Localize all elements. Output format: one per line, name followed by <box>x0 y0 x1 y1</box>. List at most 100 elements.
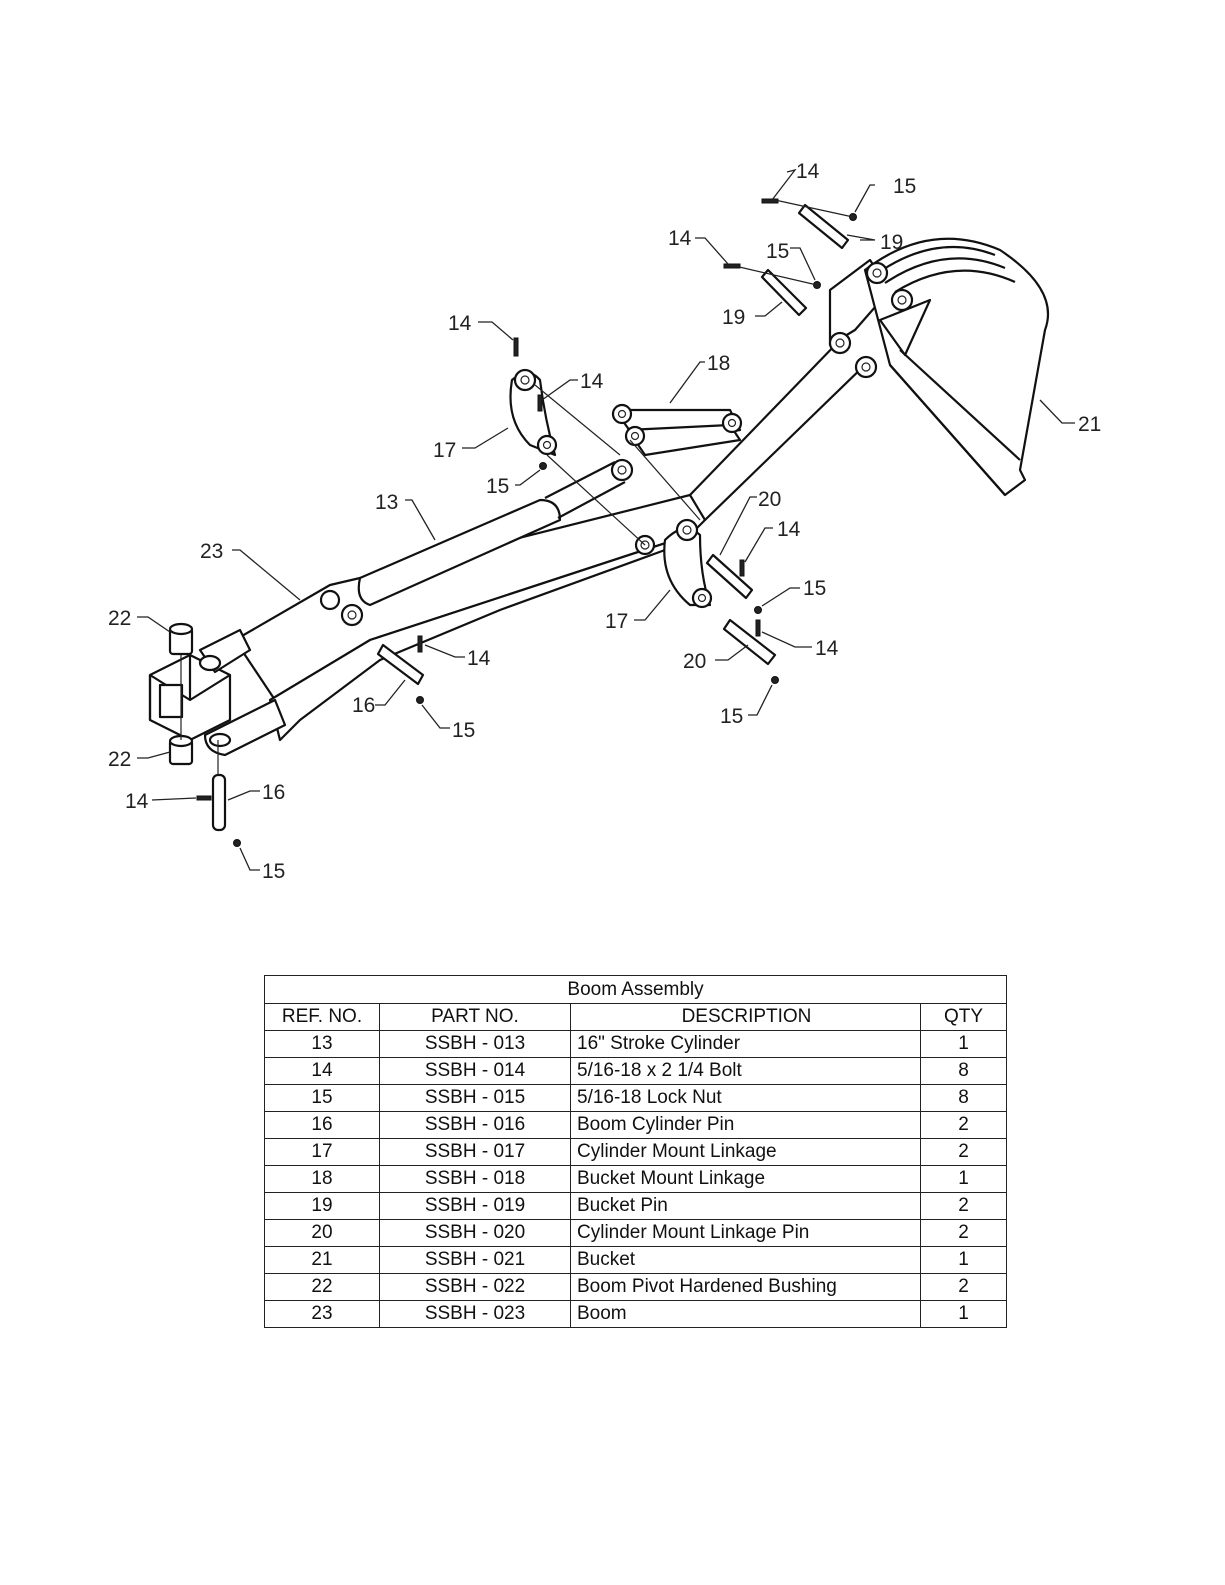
callout-18: 18 <box>707 352 730 375</box>
pivot-bushing-upper <box>168 622 194 656</box>
callout-15: 15 <box>720 705 743 728</box>
pivot-bushing-lower <box>168 734 194 766</box>
cell-qty: 2 <box>919 1111 1008 1139</box>
cell-description: 5/16-18 Lock Nut <box>570 1084 921 1112</box>
bucket-pin-lower <box>760 268 808 317</box>
cell-description: Boom Pivot Hardened Bushing <box>570 1273 921 1301</box>
callout-15: 15 <box>262 860 285 883</box>
cell-ref-no: 17 <box>264 1138 380 1166</box>
cell-ref-no: 16 <box>264 1111 380 1139</box>
cell-qty: 2 <box>919 1219 1008 1247</box>
cell-part-no: SSBH - 023 <box>379 1300 571 1328</box>
cell-qty: 2 <box>919 1273 1008 1301</box>
cell-ref-no: 21 <box>264 1246 380 1274</box>
callout-22: 22 <box>108 607 131 630</box>
cell-part-no: SSBH - 014 <box>379 1057 571 1085</box>
callout-14: 14 <box>777 518 801 541</box>
cell-description: Cylinder Mount Linkage <box>570 1138 921 1166</box>
bucket-mount-linkage-part <box>611 403 743 457</box>
table-header-row: REF. NO. PART NO. DESCRIPTION QTY <box>264 1003 1008 1031</box>
callout-16: 16 <box>262 781 285 804</box>
cell-qty: 2 <box>919 1138 1008 1166</box>
callout-15: 15 <box>452 719 475 742</box>
cell-ref-no: 15 <box>264 1084 380 1112</box>
callout-15: 15 <box>486 475 509 498</box>
cell-ref-no: 19 <box>264 1192 380 1220</box>
cell-qty: 2 <box>919 1192 1008 1220</box>
cell-part-no: SSBH - 019 <box>379 1192 571 1220</box>
callout-20: 20 <box>758 488 781 511</box>
cell-ref-no: 20 <box>264 1219 380 1247</box>
assembly-lines <box>180 199 854 775</box>
bucket-pin-upper <box>797 203 850 250</box>
header-part-no: PART NO. <box>379 1003 571 1031</box>
callout-15: 15 <box>803 577 826 600</box>
callout-14: 14 <box>448 312 472 335</box>
cell-description: Boom <box>570 1300 921 1328</box>
cell-description: 16" Stroke Cylinder <box>570 1030 921 1058</box>
callout-23: 23 <box>200 540 223 563</box>
callout-22: 22 <box>108 748 131 771</box>
callout-14: 14 <box>796 160 820 183</box>
callout-17: 17 <box>433 439 456 462</box>
cell-description: Bucket Mount Linkage <box>570 1165 921 1193</box>
cell-ref-no: 23 <box>264 1300 380 1328</box>
table-title: Boom Assembly <box>263 975 1008 1004</box>
exploded-boom-diagram: 14 15 14 15 19 19 14 14 18 17 15 13 23 2… <box>108 160 1101 883</box>
cell-qty: 1 <box>919 1030 1008 1058</box>
cell-part-no: SSBH - 022 <box>379 1273 571 1301</box>
callout-15: 15 <box>893 175 916 198</box>
callout-14: 14 <box>668 227 692 250</box>
cell-qty: 1 <box>919 1246 1008 1274</box>
cell-qty: 8 <box>919 1084 1008 1112</box>
cylinder-mount-linkage-upper <box>509 368 558 457</box>
callout-17: 17 <box>605 610 628 633</box>
table-title-row: Boom Assembly <box>263 975 1008 1004</box>
boom-cylinder-pin-lower <box>211 773 227 832</box>
cell-ref-no: 13 <box>264 1030 380 1058</box>
callout-14: 14 <box>580 370 604 393</box>
callout-14: 14 <box>467 647 491 670</box>
cell-description: 5/16-18 x 2 1/4 Bolt <box>570 1057 921 1085</box>
cell-qty: 8 <box>919 1057 1008 1085</box>
linkage-pin-upper <box>705 553 754 600</box>
linkage-pin-lower <box>722 618 777 666</box>
cell-ref-no: 18 <box>264 1165 380 1193</box>
cell-part-no: SSBH - 013 <box>379 1030 571 1058</box>
callout-19: 19 <box>880 231 903 254</box>
callout-15: 15 <box>766 240 789 263</box>
cell-part-no: SSBH - 018 <box>379 1165 571 1193</box>
cell-part-no: SSBH - 016 <box>379 1111 571 1139</box>
callout-14: 14 <box>125 790 149 813</box>
cell-ref-no: 22 <box>264 1273 380 1301</box>
cylinder-mount-linkage-lower <box>663 518 713 609</box>
cell-description: Cylinder Mount Linkage Pin <box>570 1219 921 1247</box>
cell-ref-no: 14 <box>264 1057 380 1085</box>
callout-19: 19 <box>722 306 745 329</box>
cell-description: Bucket Pin <box>570 1192 921 1220</box>
cell-part-no: SSBH - 017 <box>379 1138 571 1166</box>
callout-leaders <box>137 168 1075 871</box>
bucket-part <box>854 237 1050 497</box>
callout-16: 16 <box>352 694 375 717</box>
cell-description: Bucket <box>570 1246 921 1274</box>
cell-description: Boom Cylinder Pin <box>570 1111 921 1139</box>
cell-part-no: SSBH - 021 <box>379 1246 571 1274</box>
callout-13: 13 <box>375 491 398 514</box>
cell-qty: 1 <box>919 1165 1008 1193</box>
header-description: DESCRIPTION <box>570 1003 921 1031</box>
cell-part-no: SSBH - 015 <box>379 1084 571 1112</box>
boom-cylinder-pin-upper <box>376 643 425 686</box>
boom-part <box>148 258 892 757</box>
